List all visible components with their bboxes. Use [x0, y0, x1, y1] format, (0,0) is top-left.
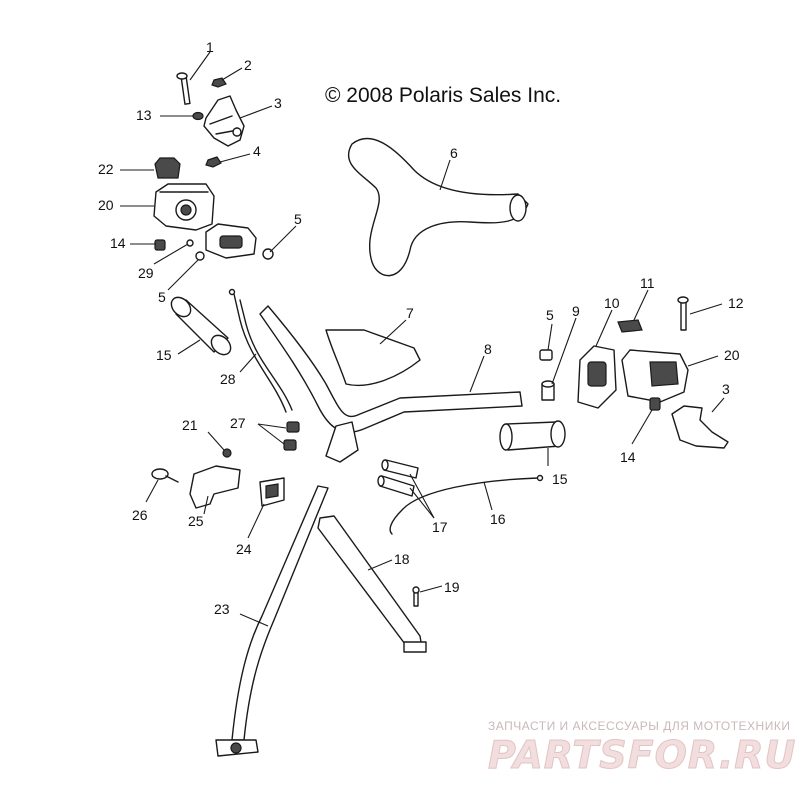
part-5-screw-right	[539, 349, 553, 361]
callout-3-right: 3	[722, 381, 730, 397]
callout-15-right: 15	[552, 471, 568, 487]
part-27-nuts	[283, 421, 300, 451]
callout-5-top: 5	[294, 211, 302, 227]
part-15-grip-left	[170, 296, 232, 356]
callout-20-left: 20	[98, 197, 114, 213]
part-24-clip	[259, 477, 285, 507]
part-9-bushing	[541, 380, 555, 401]
part-21-nut	[222, 448, 232, 458]
watermark-brand: PARTSFOR.RU	[488, 733, 796, 777]
part-5-cover-plate	[205, 223, 257, 259]
callout-labels: 1 2 3 13 4 22 20 5 14 29 5 6 15 28 7 8 5…	[98, 39, 744, 617]
callout-14-right: 14	[620, 449, 636, 465]
callout-20-right: 20	[724, 347, 740, 363]
part-3-clamp-right	[671, 405, 729, 449]
part-3-clamp-left	[203, 95, 245, 147]
part-4-nut	[205, 156, 222, 168]
callout-2: 2	[244, 57, 252, 73]
callout-5-left: 5	[158, 289, 166, 305]
callout-6: 6	[450, 145, 458, 161]
callout-21: 21	[182, 417, 198, 433]
callout-9: 9	[572, 303, 580, 319]
part-22-switch-cap	[154, 157, 181, 179]
callout-22: 22	[98, 161, 114, 177]
part-10-cover-right	[577, 345, 617, 409]
callout-29: 29	[138, 265, 154, 281]
callout-16: 16	[490, 511, 506, 527]
part-1-bolt	[176, 72, 191, 105]
part-13-washer	[192, 111, 204, 121]
callout-12: 12	[728, 295, 744, 311]
callout-7: 7	[406, 305, 414, 321]
callout-8: 8	[484, 341, 492, 357]
callout-14-left: 14	[110, 235, 126, 251]
part-15-grip-right	[499, 420, 566, 451]
callout-23: 23	[214, 601, 230, 617]
callout-5-right: 5	[546, 307, 554, 323]
callout-13: 13	[136, 107, 152, 123]
part-20-housing-left	[153, 183, 215, 231]
part-8-handlebar	[259, 305, 523, 463]
part-7-pad	[325, 329, 421, 387]
part-25-bracket	[189, 465, 241, 509]
part-23-rod	[215, 485, 329, 757]
callout-3-left: 3	[274, 95, 282, 111]
callout-28: 28	[220, 371, 236, 387]
part-16-cable	[389, 474, 544, 535]
part-29-washer	[186, 239, 194, 247]
part-6-handlebar-pad	[347, 137, 529, 277]
callout-19: 19	[444, 579, 460, 595]
callout-27: 27	[230, 415, 246, 431]
copyright-text: © 2008 Polaris Sales Inc.	[325, 84, 561, 107]
part-12-bolt	[677, 296, 689, 331]
part-28-cable	[228, 288, 293, 413]
callout-25: 25	[188, 513, 204, 529]
watermark-tagline: ЗАПЧАСТИ И АКСЕССУАРЫ ДЛЯ МОТОТЕХНИКИ	[488, 719, 790, 733]
part-18-bracket	[317, 515, 427, 653]
callout-11: 11	[640, 275, 655, 291]
part-26-clamp	[151, 468, 179, 483]
part-14-nut-left	[154, 239, 166, 251]
callout-24: 24	[236, 541, 252, 557]
part-11-cap	[617, 319, 643, 333]
callout-4: 4	[253, 143, 261, 159]
part-20-housing-right	[621, 349, 689, 403]
callout-18: 18	[394, 551, 410, 567]
part-17-pins	[377, 459, 419, 497]
callout-17: 17	[432, 519, 448, 535]
callout-26: 26	[132, 507, 148, 523]
callout-10: 10	[604, 295, 620, 311]
part-5-screw-a	[195, 251, 205, 261]
callout-1: 1	[206, 39, 214, 55]
callout-15-left: 15	[156, 347, 172, 363]
leader-lines	[120, 51, 725, 627]
part-14-nut-right	[649, 397, 661, 411]
part-19-screw	[412, 586, 420, 607]
